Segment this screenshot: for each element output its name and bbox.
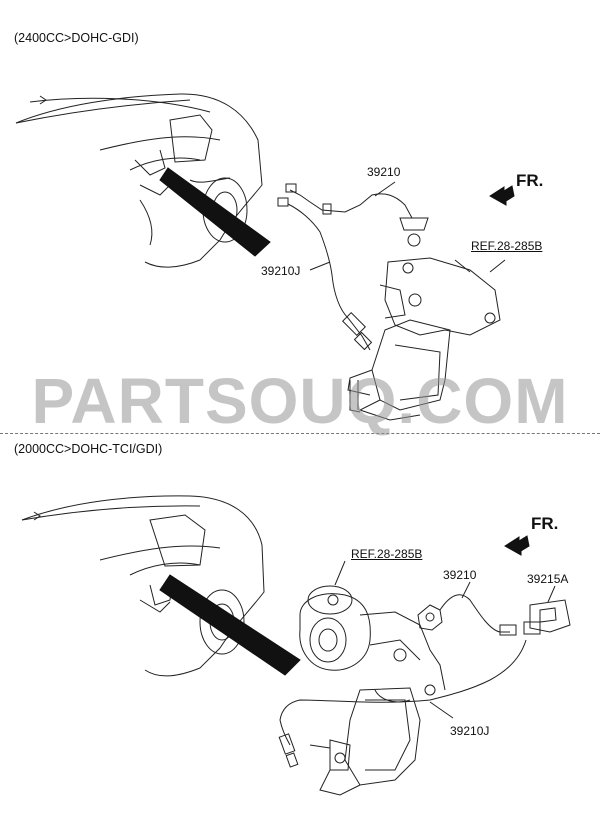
bracket-39215a — [523, 599, 571, 635]
car-outline-top — [15, 93, 263, 268]
pointer-beam-bottom — [159, 574, 301, 676]
part-label-39210-top[interactable]: 39210 — [367, 165, 401, 179]
part-label-39210j-top[interactable]: 39210J — [261, 264, 301, 278]
ref-link-28-285b-bottom[interactable]: REF.28-285B — [351, 547, 423, 561]
part-label-39210j-bottom[interactable]: 39210J — [450, 724, 490, 738]
watermark: PARTSOUQ.COM — [31, 365, 569, 437]
fr-arrow-top-shape — [489, 185, 515, 206]
pointer-beam-top — [159, 167, 271, 257]
sensor-39210-bottom — [417, 594, 517, 636]
front-direction-label-top: FR. — [516, 171, 544, 190]
sensor-39210j-bottom — [278, 639, 527, 768]
section-separator — [0, 433, 600, 434]
sensor-39210-top — [285, 183, 429, 247]
car-outline-bottom — [21, 495, 265, 677]
section-title-2000cc: (2000CC>DOHC-TCI/GDI) — [14, 442, 163, 456]
turbocharger-bottom — [299, 585, 446, 796]
exhaust-manifold-top — [347, 257, 501, 421]
part-label-39215a[interactable]: 39215A — [527, 572, 569, 586]
front-direction-label-bottom: FR. — [531, 514, 559, 533]
part-label-39210-bottom[interactable]: 39210 — [443, 568, 477, 582]
fr-arrow-bottom-shape — [504, 535, 530, 556]
section-title-2400cc: (2400CC>DOHC-GDI) — [14, 31, 139, 45]
ref-link-28-285b-top[interactable]: REF.28-285B — [471, 239, 543, 253]
sensor-39210j-top — [277, 197, 373, 351]
